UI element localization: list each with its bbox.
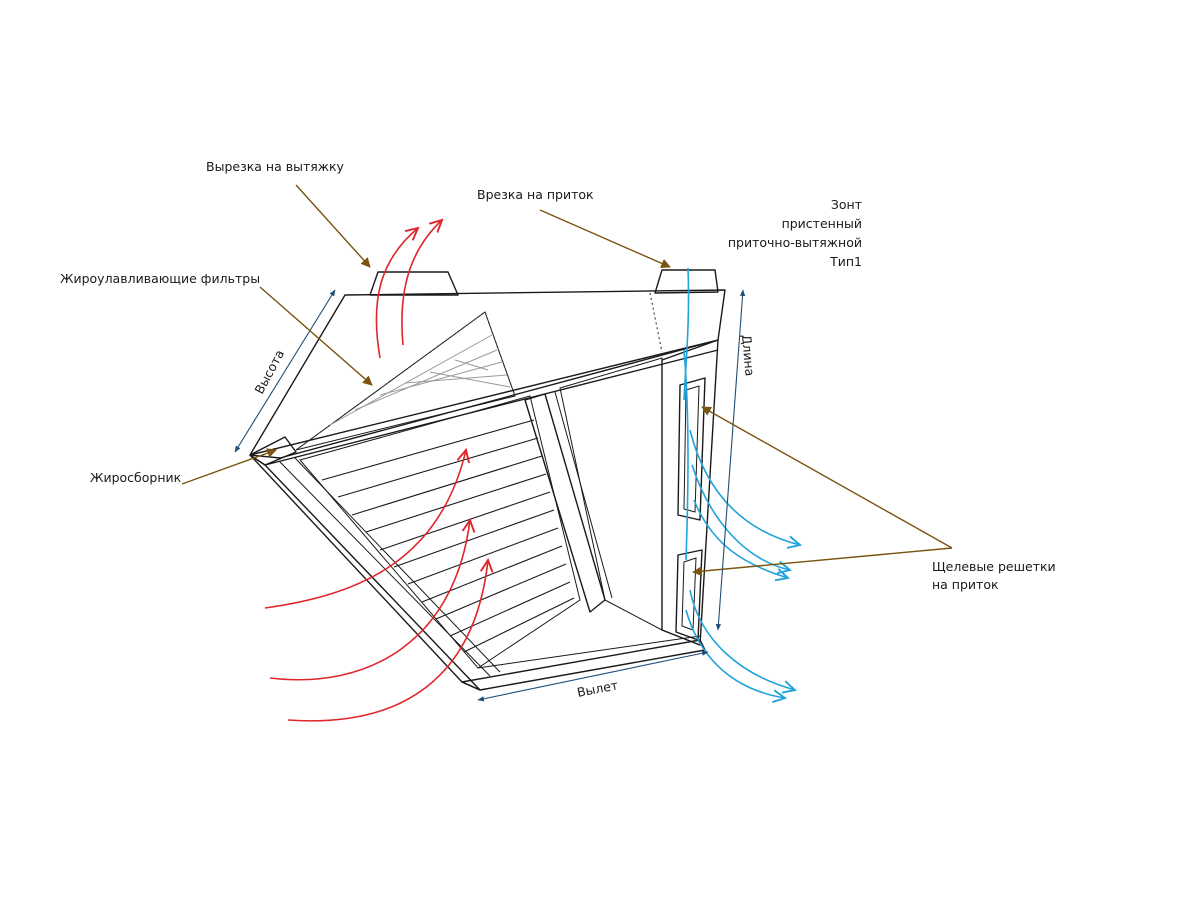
title-line-4: Тип1 — [829, 254, 862, 269]
exhaust-cutout — [369, 271, 459, 296]
leader-slot-grille-upper — [701, 406, 953, 549]
leader-exhaust-cutout — [295, 184, 371, 268]
grease-filter-panel — [295, 311, 516, 451]
label-slot-grilles-2: на приток — [932, 577, 999, 592]
title-line-2: пристенный — [782, 216, 862, 231]
hood-back-wall — [559, 357, 663, 631]
slot-grille-upper — [677, 377, 706, 521]
title-line-1: Зонт — [831, 197, 862, 212]
grease-filter-slats — [329, 334, 511, 426]
leader-grease-filters — [259, 286, 373, 386]
hood-inner-slope — [299, 395, 581, 669]
supply-stream-vertical-2 — [683, 349, 689, 561]
title-line-3: приточно-вытяжной — [728, 235, 862, 250]
dimension-height-label: Высота — [251, 347, 287, 396]
hood-left-wall — [249, 454, 481, 691]
label-supply-inlet: Врезка на приток — [477, 187, 594, 202]
leader-slot-grille-lower — [692, 547, 953, 577]
diagram-title: Зонт пристенный приточно-вытяжной Тип1 — [728, 197, 862, 269]
dimension-height: Высота — [234, 289, 336, 453]
exhaust-arrow-top-2 — [401, 220, 442, 346]
leader-grease-collector — [181, 448, 277, 485]
supply-stream-vertical-1 — [683, 267, 690, 401]
hood-right-panel — [661, 339, 719, 646]
inner-slats — [321, 419, 575, 653]
label-exhaust-cutout: Вырезка на вытяжку — [206, 159, 345, 174]
leader-supply-inlet — [539, 209, 671, 268]
exhaust-arrow-2 — [269, 520, 470, 681]
exhaust-airflow — [264, 220, 488, 722]
supply-arrow-2 — [691, 464, 790, 570]
fold-line — [649, 292, 663, 353]
exhaust-arrow-3 — [287, 560, 488, 722]
dimension-depth-label: Вылет — [576, 677, 620, 700]
slot-grille-lower — [675, 549, 703, 641]
supply-arrow-4 — [689, 589, 795, 690]
supply-inlet — [654, 269, 719, 294]
label-grease-collector: Жиросборник — [90, 470, 182, 485]
label-slot-grilles-1: Щелевые решетки — [932, 559, 1056, 574]
leader-lines — [181, 184, 953, 577]
hood-body — [249, 269, 726, 691]
dimension-length: Длина — [715, 289, 758, 631]
exhaust-arrow-top-1 — [375, 228, 418, 359]
supply-arrow-5 — [685, 609, 785, 698]
exhaust-arrow-1 — [264, 450, 466, 609]
dimension-length-label: Длина — [739, 334, 758, 377]
label-grease-filters: Жироулавливающие фильтры — [60, 271, 260, 286]
